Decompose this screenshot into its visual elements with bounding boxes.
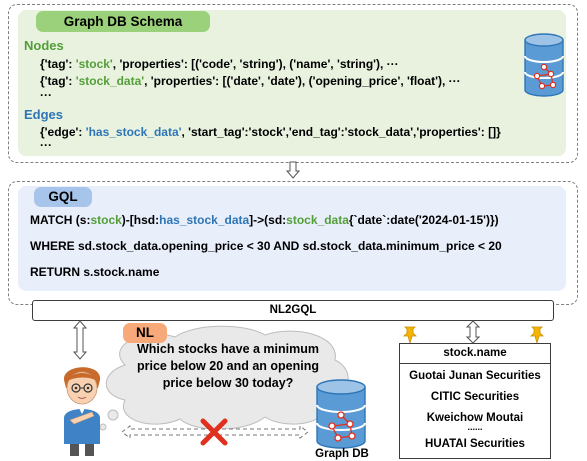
person-icon [63, 367, 101, 456]
nl-question: Which stocks have a minimum price below … [120, 341, 336, 392]
edges-label: Edges [24, 107, 64, 122]
edge-line-prefix: {'edge': [40, 125, 86, 139]
gql-node-stock: stock [90, 213, 122, 227]
nl-title: NL [123, 323, 167, 343]
nl2gql-bar: NL2GQL [32, 300, 554, 321]
graph-network-icon [328, 411, 356, 442]
database-icon [524, 33, 564, 97]
up-down-arrow-icon [73, 320, 87, 360]
edges-ellipsis: ··· [40, 138, 52, 152]
schema-title: Graph DB Schema [36, 11, 210, 32]
gql-match-line: MATCH (s:stock)-[hsd:has_stock_data]->(s… [30, 213, 499, 227]
pin-icon [530, 326, 544, 344]
edge-line-props: , 'start_tag':'stock','end_tag':'stock_d… [181, 125, 501, 139]
nl-question-line: price below 20 and an opening [137, 359, 319, 373]
node-line-stock-data: {'tag': 'stock_data', 'properties': [('d… [40, 74, 461, 88]
gql-return-line: RETURN s.stock.name [30, 265, 160, 279]
database-icon [316, 379, 366, 449]
schema-panel [18, 10, 566, 156]
cross-icon [200, 418, 228, 446]
graph-db-label: Graph DB [315, 448, 369, 460]
table-row: Kweichow Moutai [426, 412, 524, 424]
nl-question-line: Which stocks have a minimum [137, 342, 319, 356]
node-tag-stock: 'stock' [75, 57, 113, 71]
gql-match-part: MATCH (s: [30, 213, 91, 227]
table-row: CITIC Securities [430, 391, 520, 403]
node-line-prefix: {'tag': [40, 57, 76, 71]
gql-edge-has-stock-data: has_stock_data [159, 213, 250, 227]
table-header: stock.name [400, 344, 550, 364]
node-line-props: , 'properties': [('date', 'date'), ('ope… [144, 74, 461, 88]
down-arrow-icon [286, 161, 300, 179]
nodes-ellipsis: ··· [40, 88, 52, 102]
table-row: HUATAI Securities [425, 438, 525, 450]
node-line-stock: {'tag': 'stock', 'properties': [('code',… [40, 57, 399, 71]
nl-question-line: price below 30 today? [162, 376, 294, 390]
edge-name: 'has_stock_data' [85, 125, 182, 139]
node-line-prefix: {'tag': [40, 74, 76, 88]
gql-node-stock-data: stock_data [286, 213, 349, 227]
result-table: stock.name Guotai Junan Securities CITIC… [399, 343, 551, 459]
gql-match-part: ]->(sd: [249, 213, 287, 227]
edge-line: {'edge': 'has_stock_data', 'start_tag':'… [40, 125, 501, 139]
nodes-label: Nodes [24, 38, 64, 53]
pin-icon [403, 326, 417, 344]
gql-match-part: {`date`:date('2024-01-15')}) [348, 213, 499, 227]
gql-where-line: WHERE sd.stock_data.opening_price < 30 A… [30, 239, 502, 253]
node-line-props: , 'properties': [('code', 'string'), ('n… [112, 57, 399, 71]
table-row: ...... [467, 422, 483, 432]
node-tag-stock-data: 'stock_data' [75, 74, 145, 88]
up-down-arrow-icon [466, 320, 480, 344]
table-row: Guotai Junan Securities [409, 370, 541, 382]
gql-panel [18, 186, 566, 291]
graph-network-icon [533, 63, 557, 90]
gql-match-part: )-[hsd: [121, 213, 160, 227]
gql-title: GQL [34, 187, 92, 207]
